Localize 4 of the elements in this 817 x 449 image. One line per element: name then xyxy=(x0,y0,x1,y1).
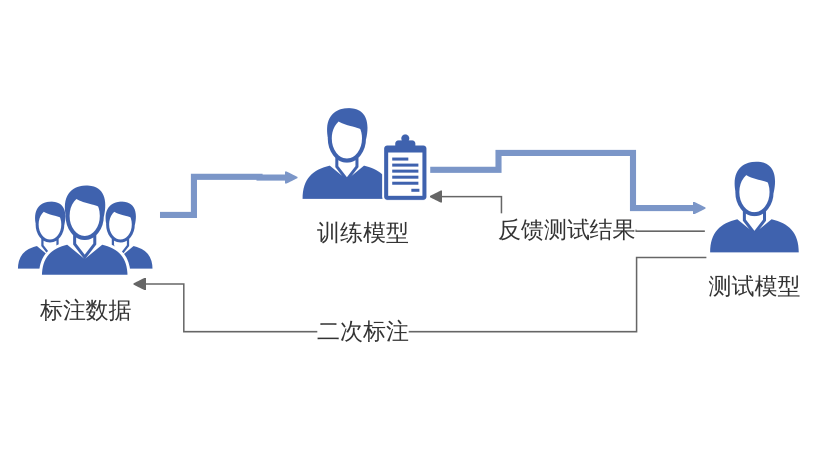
arrow xyxy=(160,170,298,218)
edge-label: 反馈测试结果 xyxy=(498,216,636,244)
edge-label: 二次标注 xyxy=(317,318,409,346)
arrow xyxy=(430,150,706,215)
